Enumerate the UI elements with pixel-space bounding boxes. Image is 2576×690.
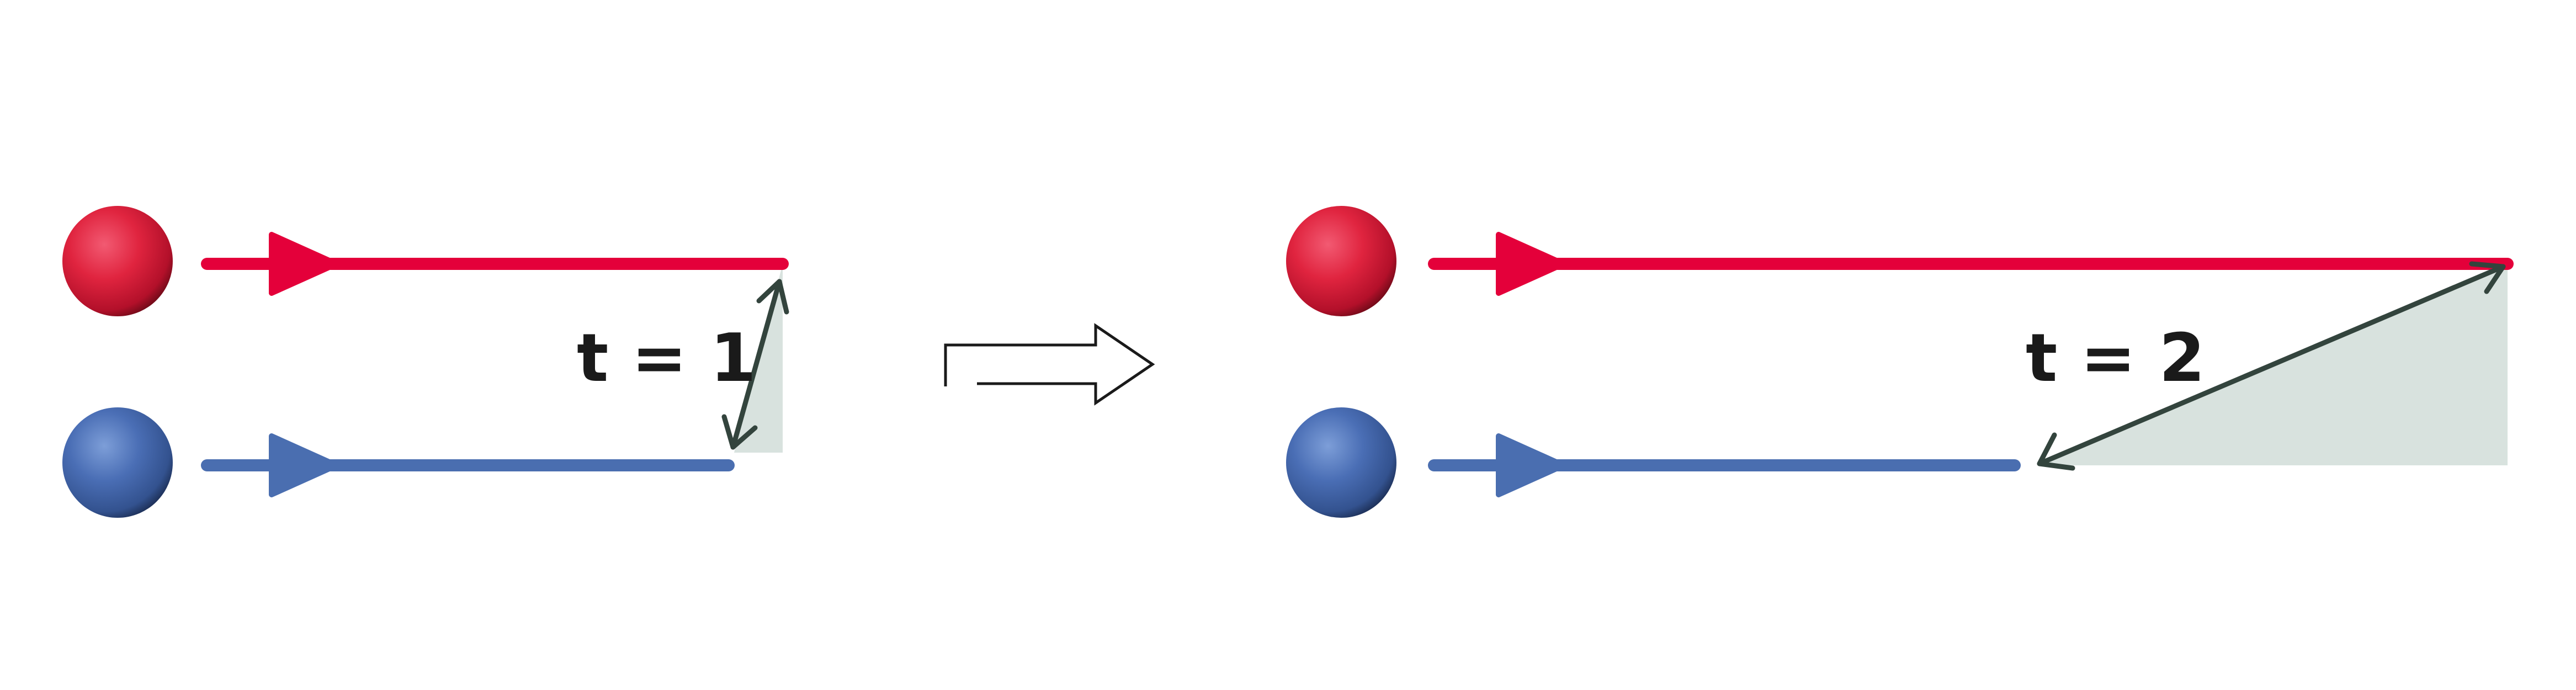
panel-t1: t = 1 — [62, 206, 789, 518]
blue-direction-arrow — [1496, 433, 1566, 497]
separation-arrow — [721, 279, 789, 450]
blue-particle — [1286, 407, 1396, 518]
red-particle — [62, 206, 173, 316]
panel-t2: t = 2 — [1286, 206, 2514, 518]
separation-arrow — [2037, 261, 2506, 471]
red-direction-arrow — [1496, 232, 1566, 296]
time-label: t = 1 — [577, 320, 756, 397]
red-direction-arrow — [269, 232, 339, 296]
red-particle — [1286, 206, 1396, 316]
blue-direction-arrow — [269, 433, 339, 497]
time-label: t = 2 — [2026, 320, 2205, 397]
transition-arrow-icon — [944, 323, 1155, 406]
blue-particle — [62, 407, 173, 518]
